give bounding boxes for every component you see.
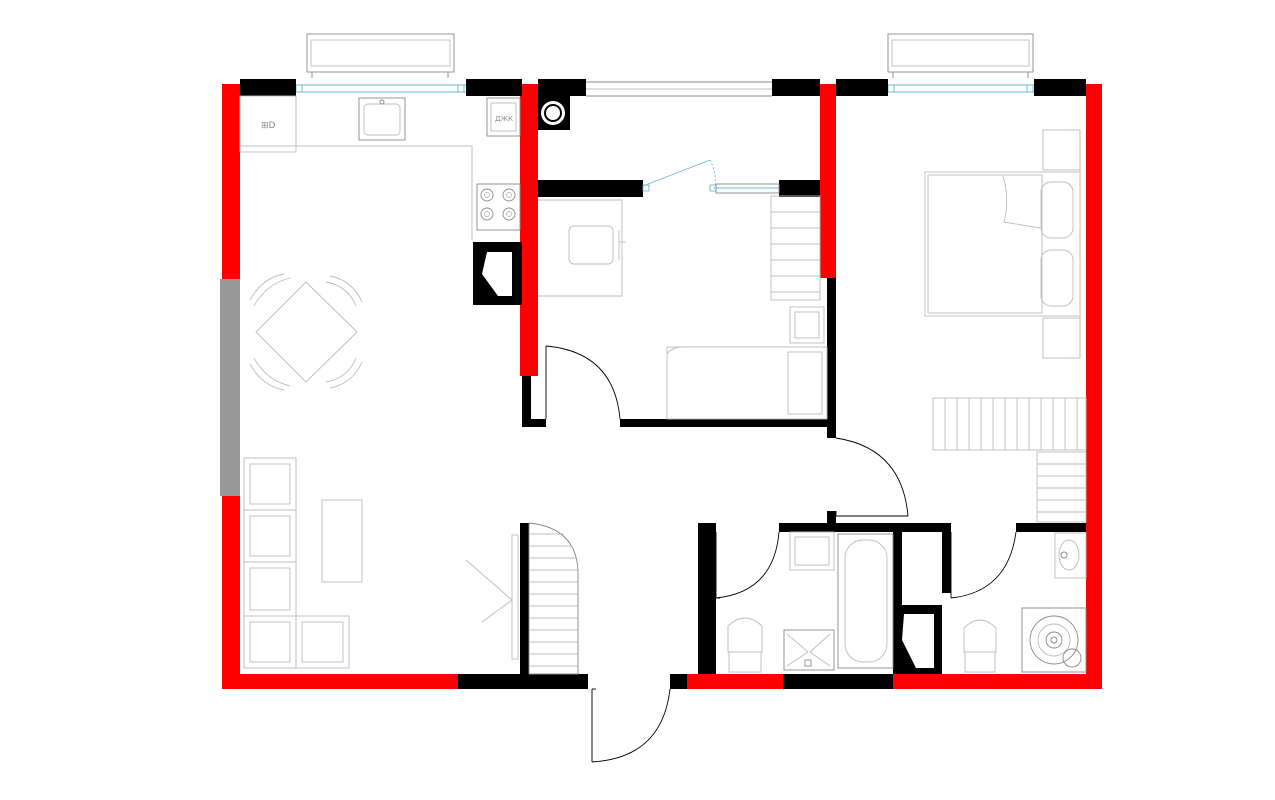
exterior-wall [520,84,538,376]
wardrobe-bedroom [1042,129,1081,359]
glazed-wall-section [220,279,240,496]
exterior-wall [1086,84,1102,689]
exterior-wall [687,674,783,689]
kitchen-sink [358,97,406,141]
stove [476,183,521,231]
exterior-wall [893,674,1102,689]
double-bed [924,171,1081,317]
single-bed [666,346,828,420]
exterior-wall [222,674,458,689]
toilet-2 [963,619,997,673]
microwave-label: ДЖК [495,115,513,123]
exterior-wall [222,84,240,279]
bathtub [837,533,894,669]
shower-tray [783,629,835,671]
washbasin-2 [1054,532,1087,579]
office-desk [538,199,626,297]
bathroom-2 [963,532,1087,673]
balcony-planter-left [306,33,455,78]
window-kitchen [295,84,466,93]
staircase [528,522,579,675]
shelves [1036,451,1087,523]
exterior-wall [222,496,240,689]
washing-machine [1021,607,1087,673]
bathroom-1 [727,531,894,673]
interior-walls [240,79,1086,689]
coffee-table [321,499,363,583]
doors [545,345,1017,763]
appliance-box [239,95,297,153]
balcony-door-office [642,159,780,194]
appliance-label: ⊞D [261,121,276,131]
toilet-1 [727,617,763,673]
balcony-planter-right [887,33,1034,78]
boiler [538,96,570,130]
wardrobe-bottom [932,397,1087,451]
wardrobe [770,195,821,301]
exterior-walls [220,84,1102,689]
dining-table [249,273,363,391]
washbasin [789,531,835,571]
kitchen: ⊞D ДЖК [239,95,521,240]
tv-wall-mount [465,559,513,623]
exterior-wall [820,84,836,278]
microwave [486,97,521,137]
window-office [586,81,772,97]
nightstand-office [789,306,825,344]
sofa [243,457,350,669]
window-bedroom [887,84,1034,93]
